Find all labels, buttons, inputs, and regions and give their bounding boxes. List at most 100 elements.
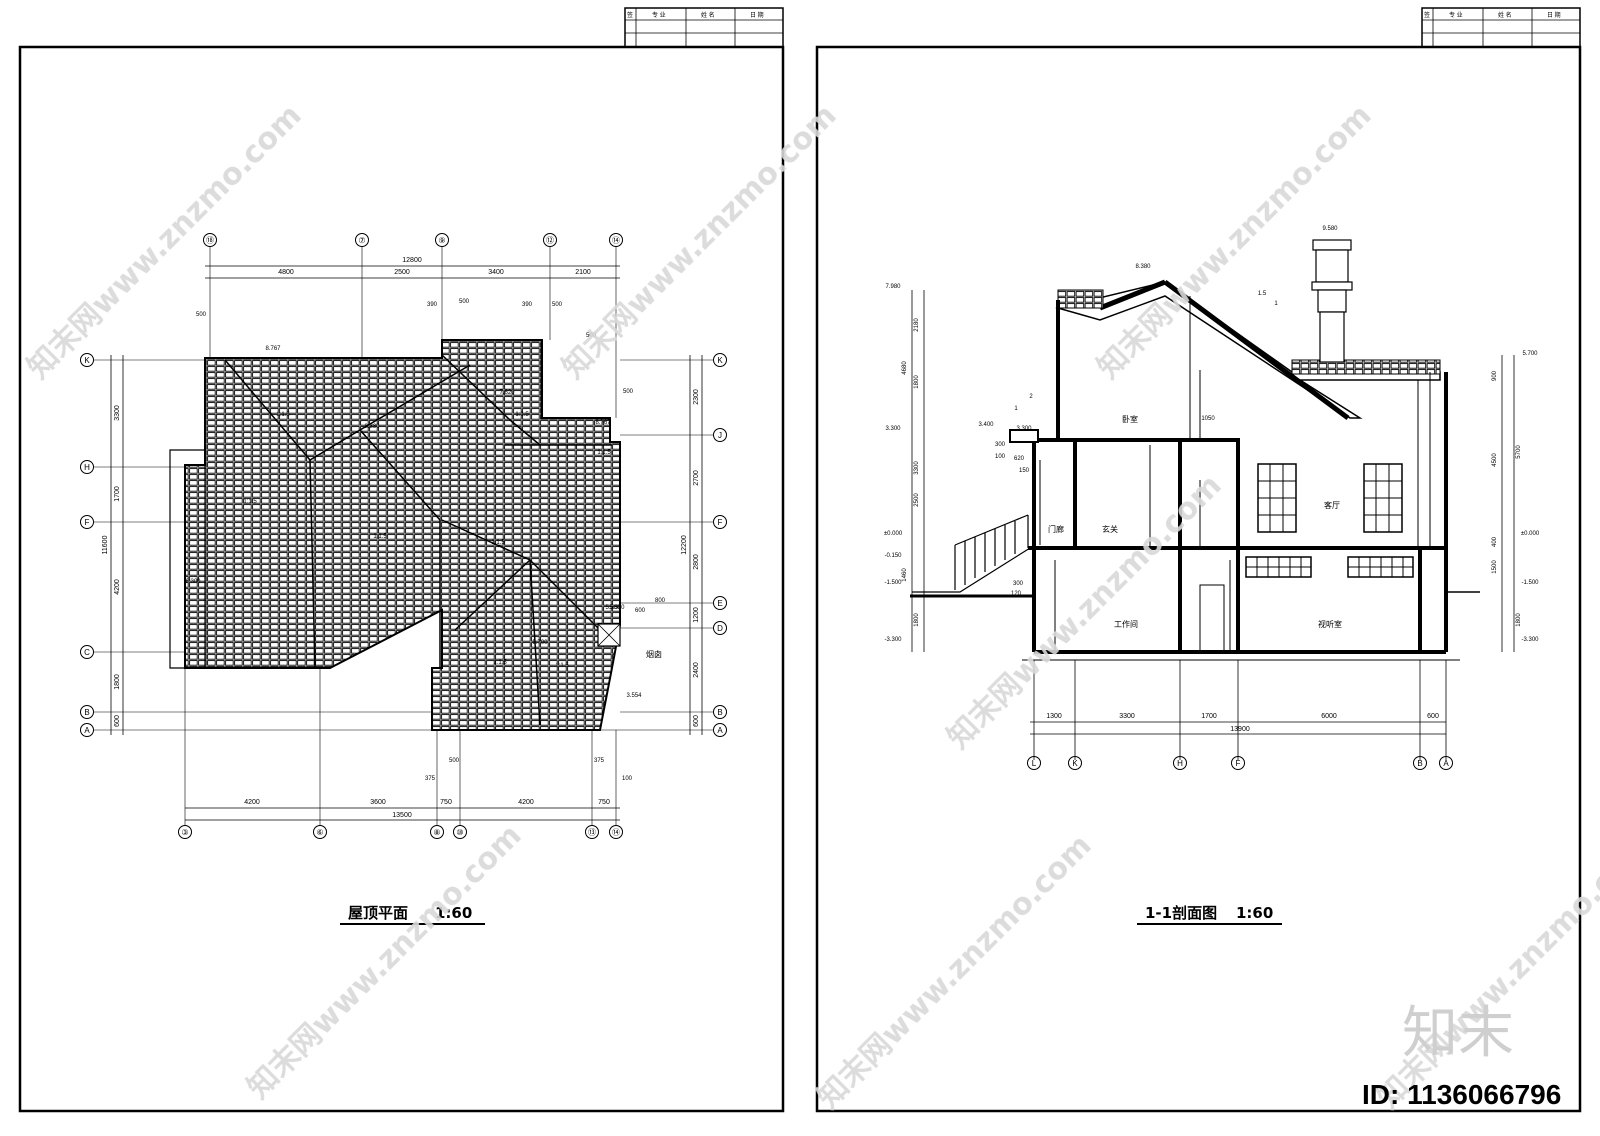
dim-sec-left-0: 2180 <box>914 318 920 332</box>
elev-left-4: -1.500 <box>884 580 902 586</box>
dim-sec-left-5: 1800 <box>914 613 920 627</box>
axis-bottom-3: ⑩ <box>456 828 463 837</box>
dim-sec-right-1: 4500 <box>1492 453 1498 467</box>
tb-right-h1: 签 <box>1424 11 1430 19</box>
axis-sec-2: H <box>1177 759 1183 768</box>
axis-right-3-circle <box>713 596 727 610</box>
axis-top-4-circle <box>609 233 623 247</box>
room-porch: 门廊 <box>1048 524 1064 534</box>
dim-sec-small-7: 300 <box>1013 581 1024 587</box>
dim-sec-right-3: 400 <box>1492 536 1498 547</box>
axis-bottom-1: ⑥ <box>316 828 323 837</box>
dim-small-2: 500 <box>459 299 470 305</box>
axis-left-5: A <box>84 726 90 735</box>
dim-small-0: 500 <box>196 312 207 318</box>
grid-lines-left <box>92 245 716 830</box>
axis-right-2-circle <box>713 515 727 529</box>
dim-left-total: 11600 <box>102 535 109 554</box>
axis-right-0: K <box>717 356 723 365</box>
axis-top-0: ⑱ <box>206 236 214 245</box>
axis-bottom-5: ⑭ <box>612 828 620 837</box>
watermark-text-2: 知末网www.znzmo.com <box>556 98 844 386</box>
tb-left-h4: 日 期 <box>750 11 764 19</box>
elev-4: 6.300 <box>185 579 201 585</box>
dim-sec-small-6: 150 <box>1019 468 1030 474</box>
axis-sec-4: B <box>1417 759 1422 768</box>
axis-left-2: F <box>85 518 90 527</box>
axis-bottom-0-circle <box>178 825 192 839</box>
dim-small-8: 375 <box>594 758 605 764</box>
elev-1: 8.767 <box>595 420 611 426</box>
watermark-id: ID: 1136066796 <box>1362 1079 1561 1110</box>
slope-5: 1:1.5 <box>555 663 569 669</box>
dim-bottom-0: 4200 <box>244 799 260 806</box>
dim-sec-0: 1300 <box>1046 713 1062 720</box>
dim-right-0: 2300 <box>693 389 700 405</box>
axis-bottom-1-circle <box>313 825 327 839</box>
dim-bottom-1: 3600 <box>370 799 386 806</box>
dim-sec-right-2: 5700 <box>1516 445 1522 459</box>
axis-right-2: F <box>718 518 723 527</box>
tb-right-h2: 专 业 <box>1449 11 1463 19</box>
dim-left-1: 1700 <box>114 486 121 502</box>
dim-left-3: 1800 <box>114 674 121 690</box>
dim-sec-right-4: 1500 <box>1492 560 1498 574</box>
dim-right-2: 2800 <box>693 554 700 570</box>
dim-left-0: 3300 <box>114 405 121 421</box>
dim-sec-2: 1700 <box>1201 713 1217 720</box>
title-left: 屋顶平面 1:60 <box>340 904 485 925</box>
axis-top-0-circle <box>203 233 217 247</box>
elev-3: 7.620 <box>499 390 515 396</box>
axis-left-3-circle <box>80 645 94 659</box>
tb-left-h3: 姓 名 <box>701 11 715 19</box>
elev-0: 8.767 <box>265 346 281 352</box>
dim-small-5: 500 <box>586 333 597 339</box>
room-workshop: 工作间 <box>1114 619 1138 629</box>
dim-small-11: 800 <box>655 598 666 604</box>
room-bedroom: 卧室 <box>1122 414 1138 424</box>
exterior-stair <box>912 514 1031 593</box>
elev-right-1: ±0.000 <box>1521 531 1540 537</box>
dim-sec-small-3: 620 <box>1014 456 1025 462</box>
axis-left-3: C <box>84 648 90 657</box>
dim-sec-total: 13900 <box>1230 726 1250 733</box>
slope-sec-b: 1 <box>1274 301 1278 307</box>
dim-sec-small-5: 100 <box>995 454 1006 460</box>
chimney-note: 烟囱 <box>646 649 662 659</box>
elev-canopy-1: 3.300 <box>1016 426 1032 432</box>
axis-left-5-circle <box>80 723 94 737</box>
dim-sec-small-1: 1 <box>1014 406 1018 412</box>
roof-plan-title: 屋顶平面 <box>348 904 408 922</box>
dim-small-3: 390 <box>522 302 533 308</box>
slope-0: 1:1.5 <box>276 412 290 418</box>
dim-right-5: 600 <box>693 715 700 727</box>
section-scale: 1:60 <box>1236 904 1273 922</box>
dim-sec-right-0: 900 <box>1492 370 1498 381</box>
axis-bottom-2: ⑧ <box>433 828 440 837</box>
dim-small-6: 500 <box>623 389 634 395</box>
elev-right-2: -1.500 <box>1521 580 1539 586</box>
dim-bottom-4: 750 <box>598 799 610 806</box>
dim-bottom-2: 750 <box>440 799 452 806</box>
sheet-right-border <box>815 45 1582 1113</box>
dim-top-total: 12800 <box>402 257 422 264</box>
roof-plan: 烟囱 <box>80 233 727 839</box>
axis-right-1-circle <box>713 428 727 442</box>
dim-bottom-3: 4200 <box>518 799 534 806</box>
dim-sec-small-2: 1050 <box>1201 416 1215 422</box>
sheet-left: 签 专 业 姓 名 日 期 <box>18 7 785 1113</box>
axis-sec-5: A <box>1443 759 1449 768</box>
watermark-logo: 知末 <box>1402 1001 1514 1066</box>
watermark-text-5: 知末网www.znzmo.com <box>241 818 529 1106</box>
dim-sec-small-8: 120 <box>1011 591 1022 597</box>
roof-ridges <box>224 354 612 726</box>
dim-lines-left <box>110 265 703 821</box>
dim-right-1: 2700 <box>693 470 700 486</box>
elev-left-0: 7.980 <box>885 284 901 290</box>
room-living: 客厅 <box>1324 500 1340 510</box>
dim-sec-right-5: 1800 <box>1516 613 1522 627</box>
roof-side <box>169 449 206 669</box>
